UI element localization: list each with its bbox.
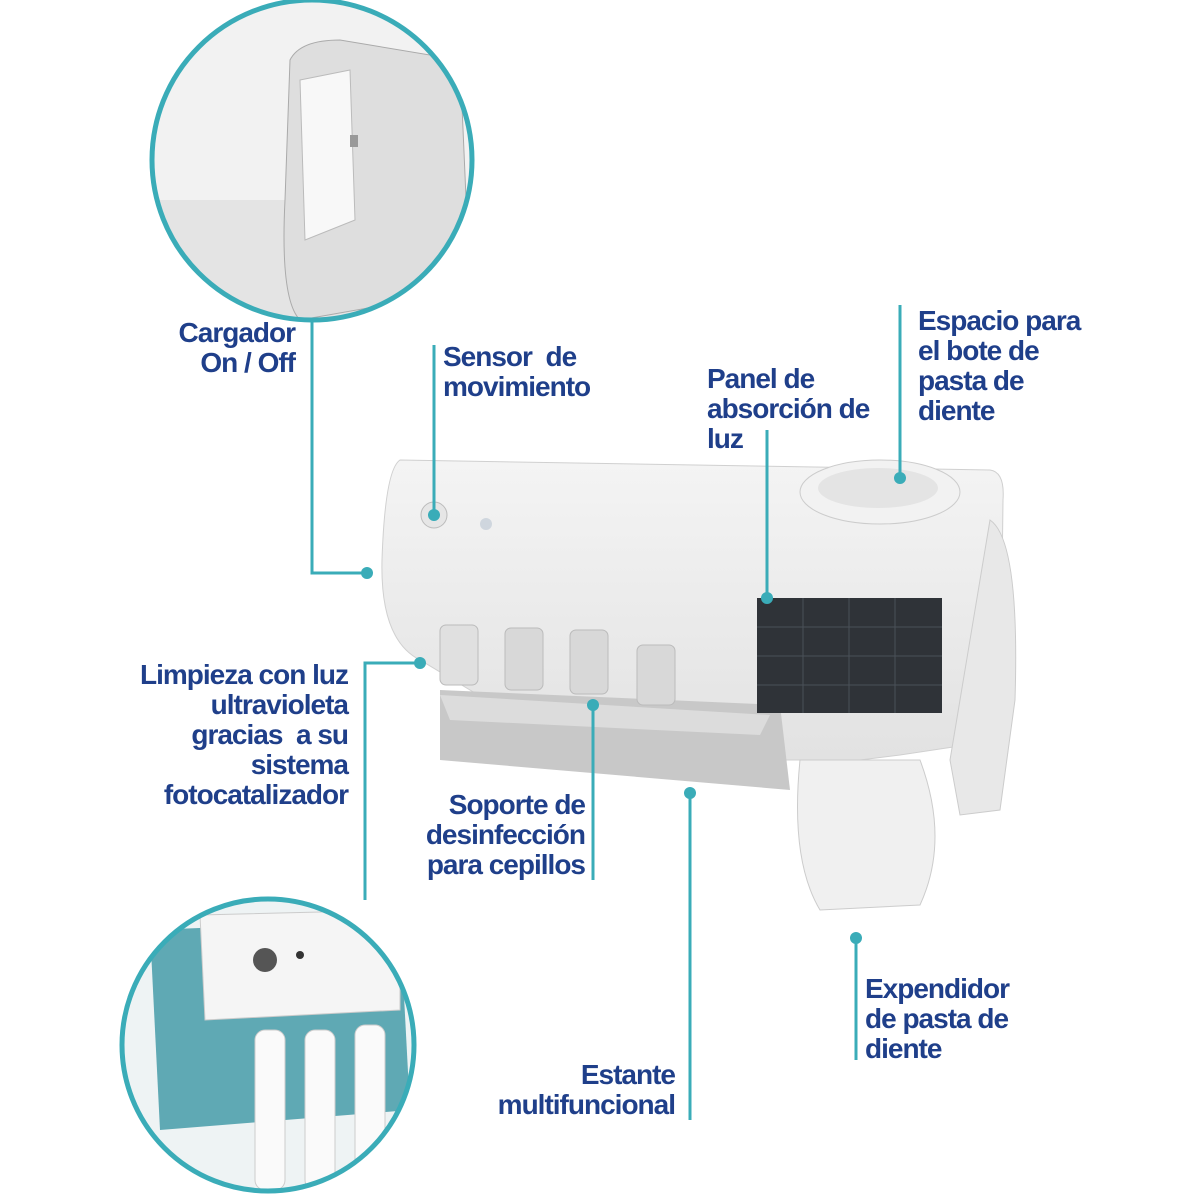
label-motion-sensor: Sensor de movimiento	[443, 341, 591, 402]
label-toothpaste-space: Espacio para el bote de pasta de diente	[918, 305, 1081, 426]
leader-lines	[310, 305, 902, 1120]
label-charger: Cargador On / Off	[178, 317, 296, 378]
label-uv-cleaning: Limpieza con luz ultravioleta gracias a …	[139, 659, 349, 810]
dispenser-body	[381, 459, 1017, 911]
label-brush-holder: Soporte de desinfección para cepillos	[425, 789, 586, 880]
uv-closeup	[122, 899, 414, 1191]
charger-closeup	[152, 0, 472, 320]
label-light-panel: Panel de absorción de luz	[707, 363, 870, 454]
label-shelf: Estante multifuncional	[497, 1059, 676, 1120]
label-dispenser: Expendidor de pasta de diente	[865, 973, 1010, 1064]
leader-dots	[361, 472, 906, 944]
